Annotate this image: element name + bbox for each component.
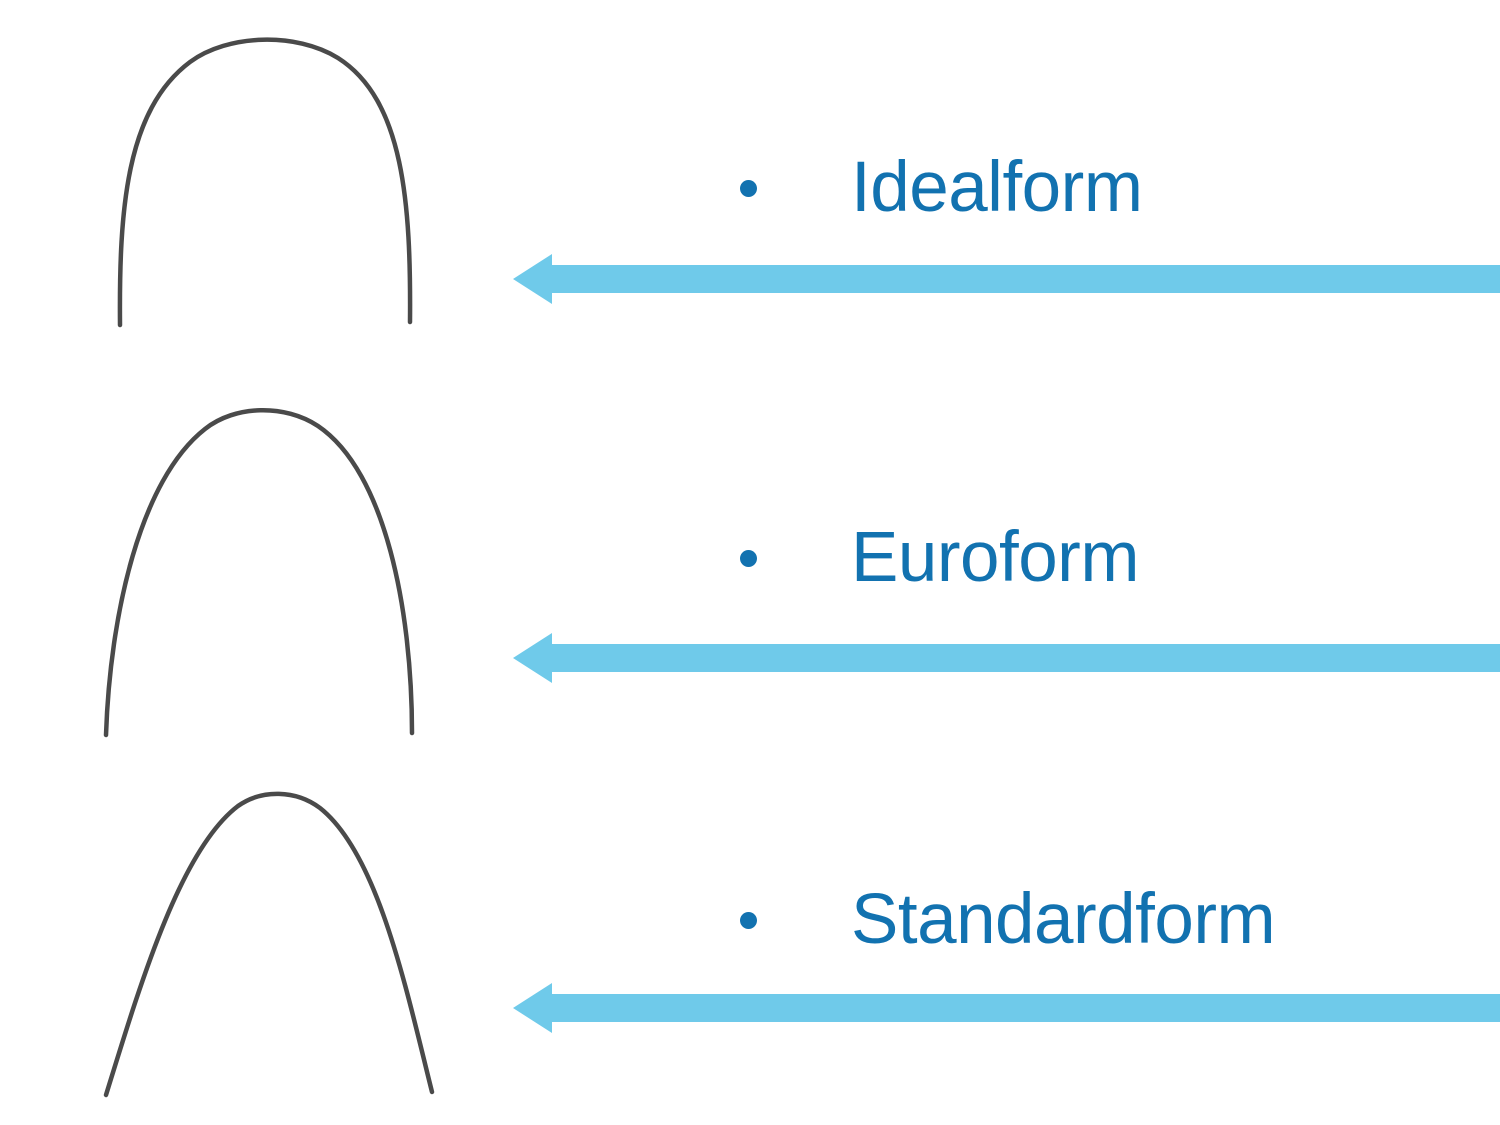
arrow-left-glyph xyxy=(513,633,1500,683)
arrow-left-glyph xyxy=(513,983,1500,1033)
bullet-dot-icon xyxy=(740,179,757,197)
euroform-arch xyxy=(0,390,500,760)
arrow-left-glyph xyxy=(513,254,1500,304)
bullet-dot-icon xyxy=(740,549,757,567)
idealform-arch xyxy=(0,0,500,380)
arch-wire-path xyxy=(103,791,435,1098)
arrow-euroform xyxy=(510,632,1500,684)
arrow-idealform xyxy=(510,253,1500,305)
standardform-arch xyxy=(0,770,500,1125)
bullet-label-standardform: Standardform xyxy=(851,879,1276,959)
bullet-dot-icon xyxy=(740,911,757,929)
arrow-standardform xyxy=(510,982,1500,1034)
bullet-label-euroform: Euroform xyxy=(851,517,1139,597)
bullet-row-euroform[interactable]: Euroform xyxy=(740,517,1139,597)
bullet-row-idealform[interactable]: Idealform xyxy=(740,147,1143,227)
arch-wire-path xyxy=(117,37,413,328)
arch-wire-path xyxy=(103,408,415,738)
bullet-label-idealform: Idealform xyxy=(851,147,1143,227)
bullet-row-standardform[interactable]: Standardform xyxy=(740,879,1276,959)
